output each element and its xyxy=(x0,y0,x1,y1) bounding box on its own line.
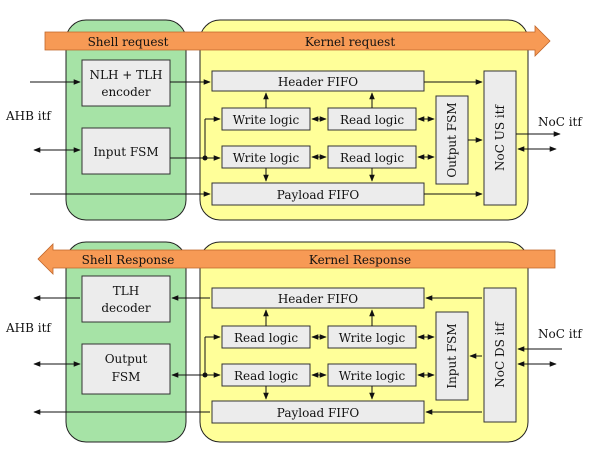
input-fsm-kernel-block xyxy=(435,311,469,401)
write-logic-label-1: Write logic xyxy=(233,113,300,127)
kernel-response-title: Kernel Response xyxy=(309,253,411,267)
write-logic-label-r1: Write logic xyxy=(339,331,406,345)
ahb-itf-label-bottom: AHB itf xyxy=(5,321,52,335)
nlh-tlh-encoder-block xyxy=(81,59,171,107)
read-logic-label-r2: Read logic xyxy=(234,369,298,383)
read-logic-label-2: Read logic xyxy=(340,151,404,165)
nlh-tlh-encoder-label-2: encoder xyxy=(101,85,151,99)
tlh-decoder-label-1: TLH xyxy=(113,284,139,298)
output-fsm-block xyxy=(435,95,469,185)
payload-fifo-label-response: Payload FIFO xyxy=(277,406,360,420)
output-fsm-shell-block xyxy=(81,343,171,395)
output-fsm-shell-label-2: FSM xyxy=(112,370,141,384)
input-fsm-label: Input FSM xyxy=(93,145,158,159)
response-direction-arrow xyxy=(37,243,556,275)
read-logic-label-r1: Read logic xyxy=(234,331,298,345)
output-fsm-shell-label-1: Output xyxy=(105,352,148,366)
noc-ds-itf-label: NoC DS itf xyxy=(493,321,507,388)
payload-fifo-label: Payload FIFO xyxy=(277,188,360,202)
shell-request-title: Shell request xyxy=(88,35,169,49)
write-logic-label-2: Write logic xyxy=(233,151,300,165)
write-logic-label-r2: Write logic xyxy=(339,369,406,383)
noc-ds-itf-block xyxy=(483,287,517,423)
header-fifo-label-response: Header FIFO xyxy=(278,292,358,306)
request-direction-arrow xyxy=(44,25,551,57)
output-fsm-label: Output FSM xyxy=(445,102,459,177)
tlh-decoder-label-2: decoder xyxy=(101,301,151,315)
header-fifo-block-response xyxy=(211,287,425,309)
noc-us-itf-label: NoC US itf xyxy=(493,103,507,171)
noc-us-itf-block xyxy=(483,70,517,206)
noc-itf-label-bottom: NoC itf xyxy=(538,327,583,341)
nlh-tlh-encoder-label-1: NLH + TLH xyxy=(89,68,162,82)
input-fsm-kernel-label: Input FSM xyxy=(445,323,459,388)
kernel-request-title: Kernel request xyxy=(305,35,395,49)
tlh-decoder-block xyxy=(81,275,171,323)
payload-fifo-block-response xyxy=(211,400,425,424)
shell-response-title: Shell Response xyxy=(82,253,175,267)
noc-itf-label-top: NoC itf xyxy=(538,115,583,129)
header-fifo-label: Header FIFO xyxy=(278,75,358,89)
input-fsm-block xyxy=(81,127,171,175)
read-logic-label-1: Read logic xyxy=(340,113,404,127)
header-fifo-block xyxy=(211,70,425,92)
ahb-itf-label-top: AHB itf xyxy=(5,109,52,123)
